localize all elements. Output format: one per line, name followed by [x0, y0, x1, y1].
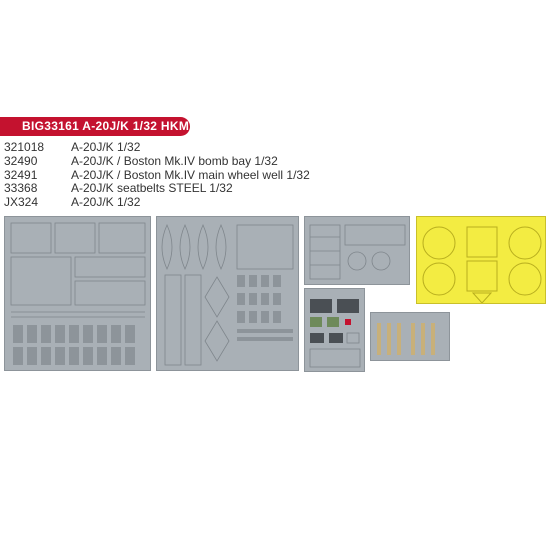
photo-etch-fret-cockpit [304, 288, 365, 372]
kit-code: 33368 [4, 181, 38, 196]
photo-etch-fret-seatbelts [370, 312, 450, 361]
kit-description: A-20J/K 1/32 [71, 195, 141, 210]
photo-etch-fret-large [4, 216, 151, 371]
fret-parts-pattern [10, 222, 146, 365]
paint-mask-sheet [416, 216, 546, 304]
photo-etch-fret-bomb-bay [156, 216, 299, 371]
fret-parts-pattern [309, 224, 406, 280]
kit-description: A-20J/K / Boston Mk.IV main wheel well 1… [71, 167, 310, 182]
kit-code: 32491 [4, 167, 38, 182]
kit-description: A-20J/K 1/32 [71, 140, 141, 154]
mask-parts-pattern [422, 226, 542, 303]
kit-code: JX324 [4, 195, 39, 210]
product-banner: BIG33161 A-20J/K 1/32 HKM [0, 117, 190, 136]
fret-parts-pattern [161, 224, 294, 366]
photo-etch-fret-wheel-well [304, 216, 410, 285]
kit-code: 32490 [4, 153, 38, 168]
kit-description: A-20J/K seatbelts STEEL 1/32 [71, 181, 233, 196]
product-banner-label: BIG33161 A-20J/K 1/32 HKM [22, 119, 190, 133]
kit-description: A-20J/K / Boston Mk.IV bomb bay 1/32 [71, 153, 278, 168]
fret-parts-pattern [377, 323, 435, 355]
kit-code: 321018 [4, 140, 45, 154]
fret-parts-pattern [309, 299, 361, 368]
